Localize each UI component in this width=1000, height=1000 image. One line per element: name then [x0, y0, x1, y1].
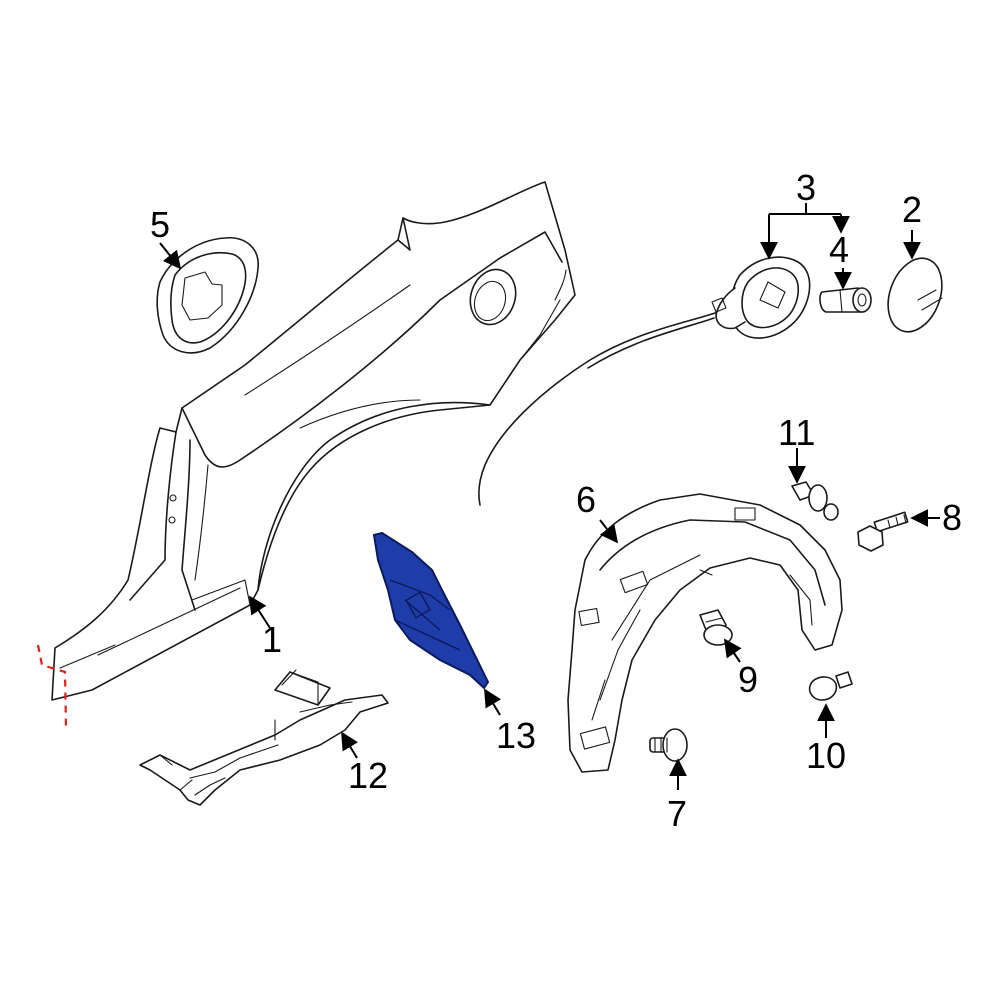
callout-4: 4	[829, 229, 849, 270]
bracket-part[interactable]	[139, 669, 389, 806]
callout-1: 1	[262, 619, 282, 660]
clip-9-part[interactable]	[699, 609, 733, 646]
quarter-panel-part[interactable]	[51, 181, 576, 701]
cut-line	[36, 644, 68, 729]
callout-3: 3	[796, 167, 816, 208]
grommet-11-part[interactable]	[791, 481, 839, 521]
fuel-door-housing-part[interactable]	[156, 237, 259, 354]
callout-11: 11	[778, 412, 815, 453]
callouts: 1 2 3 4 5 6 7 8 9 10 11 12 13	[150, 167, 962, 834]
callout-12: 12	[348, 755, 388, 796]
bolt-8-part[interactable]	[857, 511, 909, 552]
bolt-7-part[interactable]	[649, 728, 688, 762]
fuel-door-cable	[478, 311, 719, 506]
callout-8: 8	[942, 497, 962, 538]
callout-6: 6	[576, 479, 596, 520]
callout-10: 10	[806, 735, 846, 776]
fuel-door-assembly-part[interactable]	[711, 256, 811, 339]
leader-lines	[159, 203, 940, 790]
clip-10-part[interactable]	[808, 671, 853, 701]
callout-2: 2	[902, 189, 922, 230]
callout-7: 7	[667, 793, 687, 834]
fuel-door-part[interactable]	[879, 251, 952, 340]
callout-9: 9	[738, 659, 758, 700]
callout-5: 5	[150, 204, 170, 245]
callout-13: 13	[496, 715, 536, 756]
highlighted-panel-part[interactable]	[372, 531, 490, 690]
lock-actuator-part[interactable]	[819, 287, 872, 313]
